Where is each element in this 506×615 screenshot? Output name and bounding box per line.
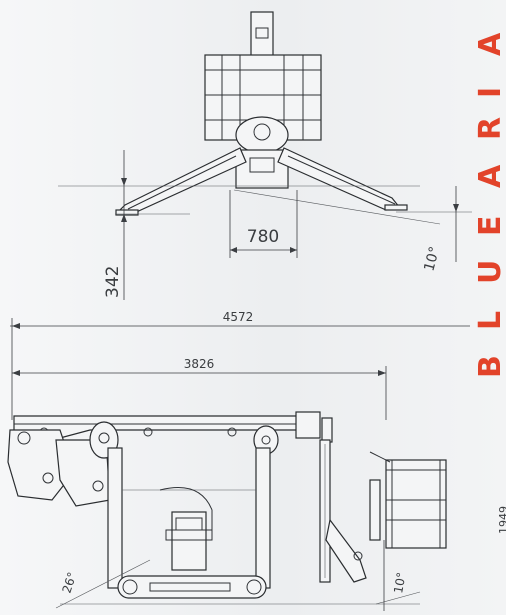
brand-letter-4: E <box>473 216 506 237</box>
brand-letter-3: U <box>473 260 506 284</box>
brand-letter-1: B <box>473 355 506 378</box>
brand-letter-6: R <box>473 117 506 140</box>
front-foot-right <box>384 204 408 211</box>
side-jib-head <box>295 411 321 439</box>
side-frame-right <box>255 447 271 589</box>
front-foot-left <box>115 209 139 216</box>
front-turret <box>235 116 289 154</box>
front-dim-height: 342 <box>103 266 123 298</box>
front-dim-width: 780 <box>247 227 279 247</box>
side-dim-angle-left: 26° <box>60 570 80 595</box>
front-view <box>58 11 472 300</box>
side-track <box>117 575 267 599</box>
brand-letter-2: L <box>473 311 506 330</box>
side-frame-left <box>107 447 123 589</box>
front-dim-angle: 10° <box>421 245 443 273</box>
side-dim-angle-right: 10° <box>391 571 408 594</box>
side-basket <box>385 459 447 549</box>
brand-letter-8: A <box>473 32 506 56</box>
brand-letter-7: I <box>473 87 506 98</box>
side-dim-partial: 1949 <box>497 506 506 534</box>
brand-letter-5: A <box>473 164 506 188</box>
side-dim-length: 3826 <box>184 357 215 371</box>
brand-logo: B L U E A R I A <box>473 32 506 378</box>
side-dim-total-length: 4572 <box>223 310 254 324</box>
side-engine <box>171 511 207 571</box>
side-view <box>7 318 470 611</box>
front-chassis <box>235 149 289 189</box>
